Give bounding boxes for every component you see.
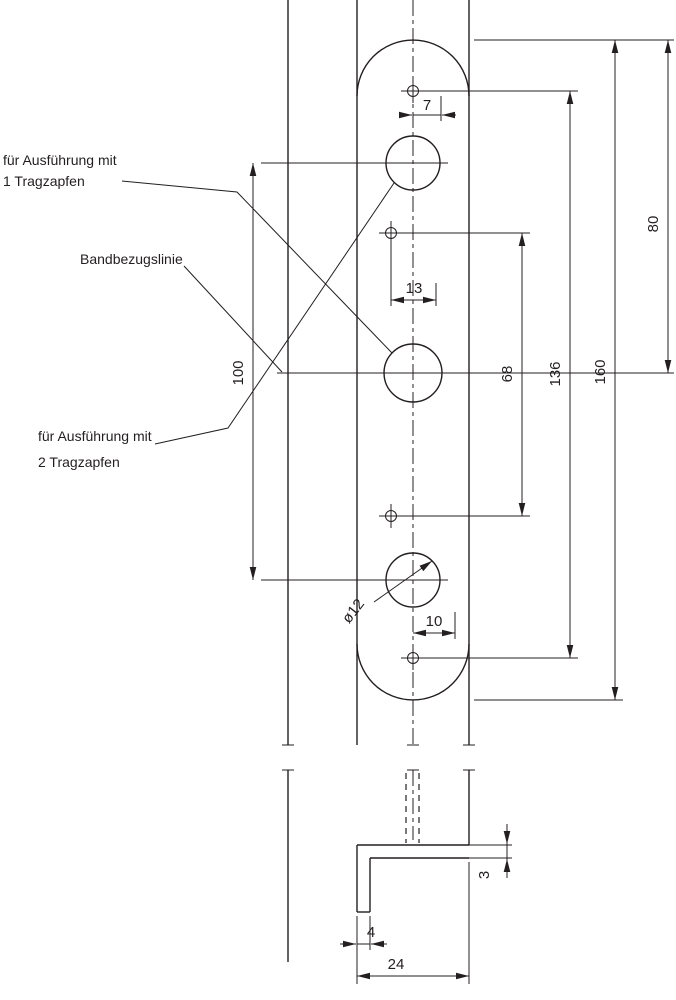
dimension-24: 24 <box>357 862 470 984</box>
dimension-7: 7 <box>399 96 456 121</box>
dimension-100: 100 <box>230 163 257 580</box>
dim-136-label: 136 <box>547 361 564 386</box>
dim-7-label: 7 <box>423 97 431 114</box>
dim-dia12-label: ø12 <box>339 596 368 627</box>
callout-2-tragzapfen-line1: für Ausführung mit <box>38 428 152 444</box>
callout-bandbezugslinie-label: Bandbezugslinie <box>80 251 183 267</box>
dimension-13: 13 <box>390 243 437 306</box>
dim-4-label: 4 <box>367 924 375 941</box>
diameter-callout-12: ø12 <box>339 560 433 627</box>
dimension-68: 68 <box>499 233 526 516</box>
dim-80-label: 80 <box>645 216 662 233</box>
center-lines <box>261 0 674 840</box>
dimension-80: 80 <box>645 40 672 373</box>
dim-10-label: 10 <box>426 613 443 630</box>
bottom-profile <box>356 773 512 913</box>
callout-1-tragzapfen: für Ausführung mit 1 Tragzapfen <box>3 152 393 354</box>
callout-2-tragzapfen: für Ausführung mit 2 Tragzapfen <box>38 182 395 470</box>
dimension-4: 4 <box>340 916 387 984</box>
dimension-3: 3 <box>476 824 511 879</box>
callout-1-tragzapfen-line2: 1 Tragzapfen <box>3 173 85 189</box>
dim-160-label: 160 <box>592 359 609 384</box>
pivot-pin-holes <box>383 135 443 608</box>
callout-2-tragzapfen-line2: 2 Tragzapfen <box>38 454 120 470</box>
screw-holes <box>379 79 425 670</box>
callout-bandbezugslinie: Bandbezugslinie <box>80 251 283 373</box>
dimension-136: 136 <box>547 91 574 658</box>
dimension-10: 10 <box>413 612 456 639</box>
dimension-160: 160 <box>592 40 619 700</box>
dim-24-label: 24 <box>388 956 405 973</box>
dim-3-label: 3 <box>476 871 493 879</box>
extension-lines <box>403 39 674 701</box>
dim-68-label: 68 <box>499 366 516 383</box>
callout-1-tragzapfen-line1: für Ausführung mit <box>3 152 117 168</box>
dim-13-label: 13 <box>406 280 423 297</box>
bar-edge-lines <box>282 0 475 962</box>
dim-100-label: 100 <box>230 360 247 385</box>
plate-outline <box>356 39 470 701</box>
